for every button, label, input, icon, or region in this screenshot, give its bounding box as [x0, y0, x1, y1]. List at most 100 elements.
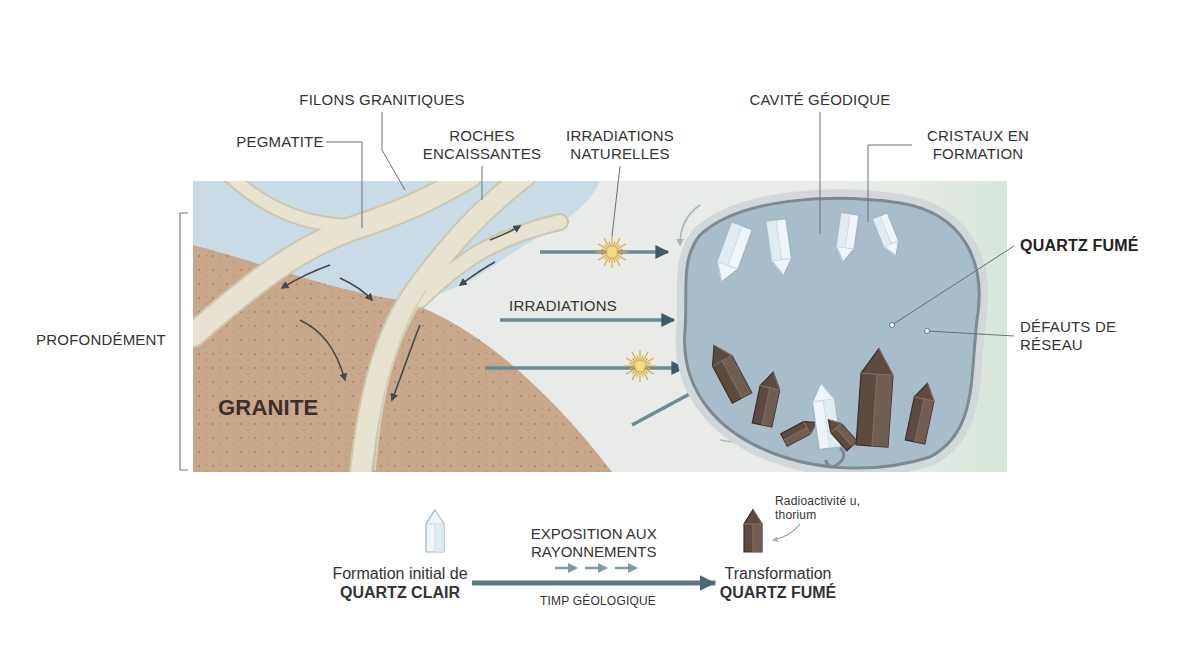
smoky-quartz-crystal	[856, 348, 895, 448]
burst-ray	[617, 249, 623, 251]
burst-ray	[611, 236, 612, 247]
illustration-shape	[500, 318, 674, 322]
burst-ray	[598, 244, 608, 250]
illustration-shape	[300, 320, 345, 380]
part-label: IRRADIATIONS	[493, 297, 633, 315]
burst-ray	[644, 358, 654, 364]
crystals	[704, 213, 937, 451]
crystal-body	[704, 340, 751, 403]
illustration-shape	[925, 329, 930, 334]
crystal-body	[744, 510, 762, 552]
crystal-facet	[905, 381, 937, 444]
crystal-facet	[834, 213, 859, 263]
pegmatite-veins	[193, 181, 560, 472]
part-label: QUARTZ FUMÉ	[1020, 236, 1170, 255]
illustration-shape	[485, 366, 684, 370]
crystal-body	[426, 510, 444, 552]
smoky-quartz-crystal	[781, 416, 820, 446]
geode-cavity	[685, 198, 980, 468]
cross-section	[193, 181, 1007, 472]
burst-ray	[632, 370, 638, 380]
stage-text: Transformation	[720, 564, 837, 583]
burst-ray	[645, 365, 656, 366]
crystal-facet	[873, 213, 904, 259]
callout-arrow	[773, 524, 800, 540]
burst-ray	[615, 238, 621, 248]
burst-ray	[615, 256, 621, 266]
crystal-face	[722, 356, 751, 398]
illustration-shape	[420, 222, 560, 300]
burst-ray	[643, 352, 649, 362]
part-label: CAVITÉ GÉODIQUE	[720, 91, 920, 109]
flow-stage: TransformationQUARTZ FUMÉ	[716, 562, 841, 604]
crystal-body	[823, 415, 857, 451]
leader-lines	[180, 112, 1014, 470]
crystal-facet	[766, 219, 794, 277]
burst-ray	[632, 352, 638, 362]
smoky-quartz-crystal	[744, 510, 762, 552]
illustration-shape	[890, 323, 895, 328]
clear-quartz-crystal	[873, 213, 904, 259]
burst-ray	[601, 253, 607, 255]
cavity-halo	[685, 198, 980, 468]
smoky-quartz-crystal	[823, 415, 857, 451]
leader-line	[892, 246, 1014, 325]
crystal-face	[435, 524, 444, 552]
illustration-shape	[360, 181, 525, 472]
crystal-facet	[744, 510, 762, 552]
stage-text: QUARTZ CLAIR	[332, 583, 468, 602]
crystal-face	[836, 423, 857, 446]
crystal-face	[915, 399, 934, 444]
illustration-shape	[555, 567, 576, 570]
burst-ray	[604, 238, 610, 248]
illustration-shape	[375, 292, 425, 470]
burst-ray	[609, 241, 611, 247]
crystal-body	[834, 213, 859, 263]
part-label: PROFONDÉMENT	[26, 331, 176, 349]
burst-ray	[616, 244, 626, 250]
mini-arrows	[555, 567, 636, 570]
burst-ray	[643, 370, 649, 380]
part-label: DÉFAUTS DE RÉSEAU	[1020, 318, 1125, 354]
crystal-face	[717, 222, 742, 265]
burst-ray	[639, 350, 640, 361]
part-label: CRISTAUX EN FORMATION	[916, 127, 1041, 163]
crystal-face	[784, 428, 810, 446]
leader-line	[326, 142, 362, 228]
stage-text: QUARTZ FUMÉ	[720, 583, 837, 602]
burst-ray	[629, 367, 635, 369]
crystal-body	[752, 370, 783, 427]
crystal-face	[836, 213, 850, 248]
flow-arrows	[282, 226, 520, 400]
radiation-burst	[624, 350, 656, 382]
illustration-shape	[340, 278, 372, 300]
illustration-shape	[460, 262, 495, 285]
illustration-shape	[615, 567, 636, 570]
part-label: FILONS GRANITIQUES	[282, 91, 482, 109]
part-label: TIMP GÉOLOGIQUE	[498, 594, 698, 608]
edge-label: EXPOSITION AUX RAYONNEMENTS	[512, 525, 676, 561]
illustration-shape	[540, 250, 668, 254]
crystal-face	[753, 524, 762, 552]
leader-dots	[890, 323, 930, 334]
smoky-quartz-crystal	[905, 381, 937, 444]
smoky-quartz-crystal	[752, 370, 783, 427]
radiation-burst	[596, 236, 628, 268]
leader-line	[482, 166, 483, 200]
part-label: PEGMATITE	[225, 133, 335, 151]
crystal-facet	[704, 340, 751, 403]
leader-line	[612, 166, 620, 236]
crystal-body	[873, 213, 904, 259]
burst-ray	[626, 369, 636, 375]
depth-bracket	[180, 213, 188, 470]
crystal-facet	[711, 222, 752, 286]
part-label: IRRADIATIONS NATURELLES	[558, 127, 683, 163]
crystal-face	[872, 374, 893, 447]
stage-text: Formation initial de	[332, 564, 468, 583]
crystal-body	[766, 219, 794, 277]
crystal-facet	[856, 348, 895, 448]
clear-quartz-crystal	[426, 510, 444, 552]
burst-ray	[611, 257, 612, 268]
burst-ray	[624, 365, 635, 366]
